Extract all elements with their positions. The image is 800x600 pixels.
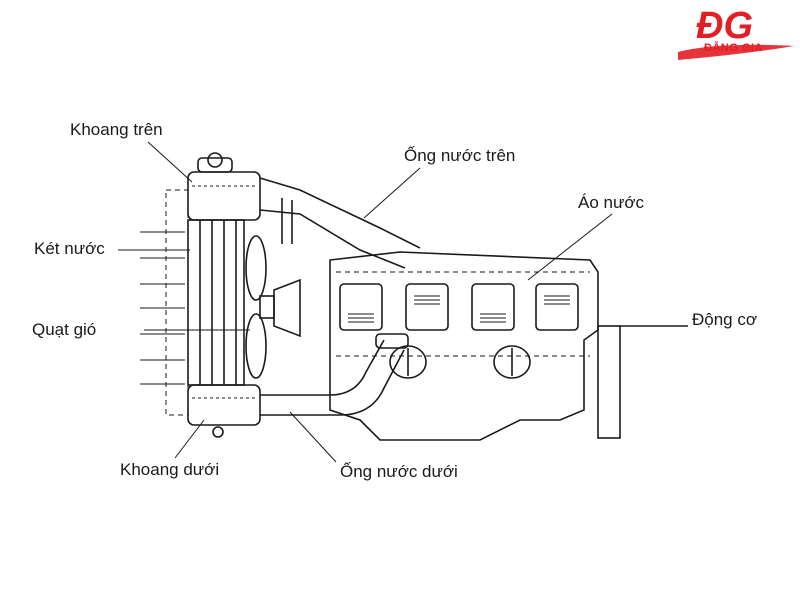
lower-tank <box>187 384 261 438</box>
radiator-grille <box>165 189 189 416</box>
upper-hose <box>259 177 421 269</box>
upper-tank <box>187 152 261 221</box>
fan <box>245 235 301 379</box>
dang-gia-logo: ĐG <box>678 5 794 60</box>
engine-block <box>329 251 688 441</box>
logo-mark: ĐG <box>696 5 753 47</box>
radiator-core <box>187 219 245 386</box>
label-ong-nuoc-duoi: Ống nước dưới <box>340 462 458 481</box>
cylinders <box>339 283 579 379</box>
label-khoang-tren: Khoang trên <box>70 120 163 139</box>
air-flow-arrows <box>140 231 185 385</box>
label-quat-gio: Quạt gió <box>32 320 97 339</box>
lower-hose <box>260 333 409 416</box>
label-ao-nuoc: Áo nước <box>578 193 644 212</box>
label-ket-nuoc: Két nước <box>34 239 105 258</box>
logo-text: ĐẶNG GIA <box>704 42 763 54</box>
leader-lines <box>118 141 613 463</box>
label-dong-co: Động cơ <box>692 310 758 329</box>
label-ong-nuoc-tren: Ống nước trên <box>404 146 516 165</box>
label-khoang-duoi: Khoang dưới <box>120 460 220 479</box>
